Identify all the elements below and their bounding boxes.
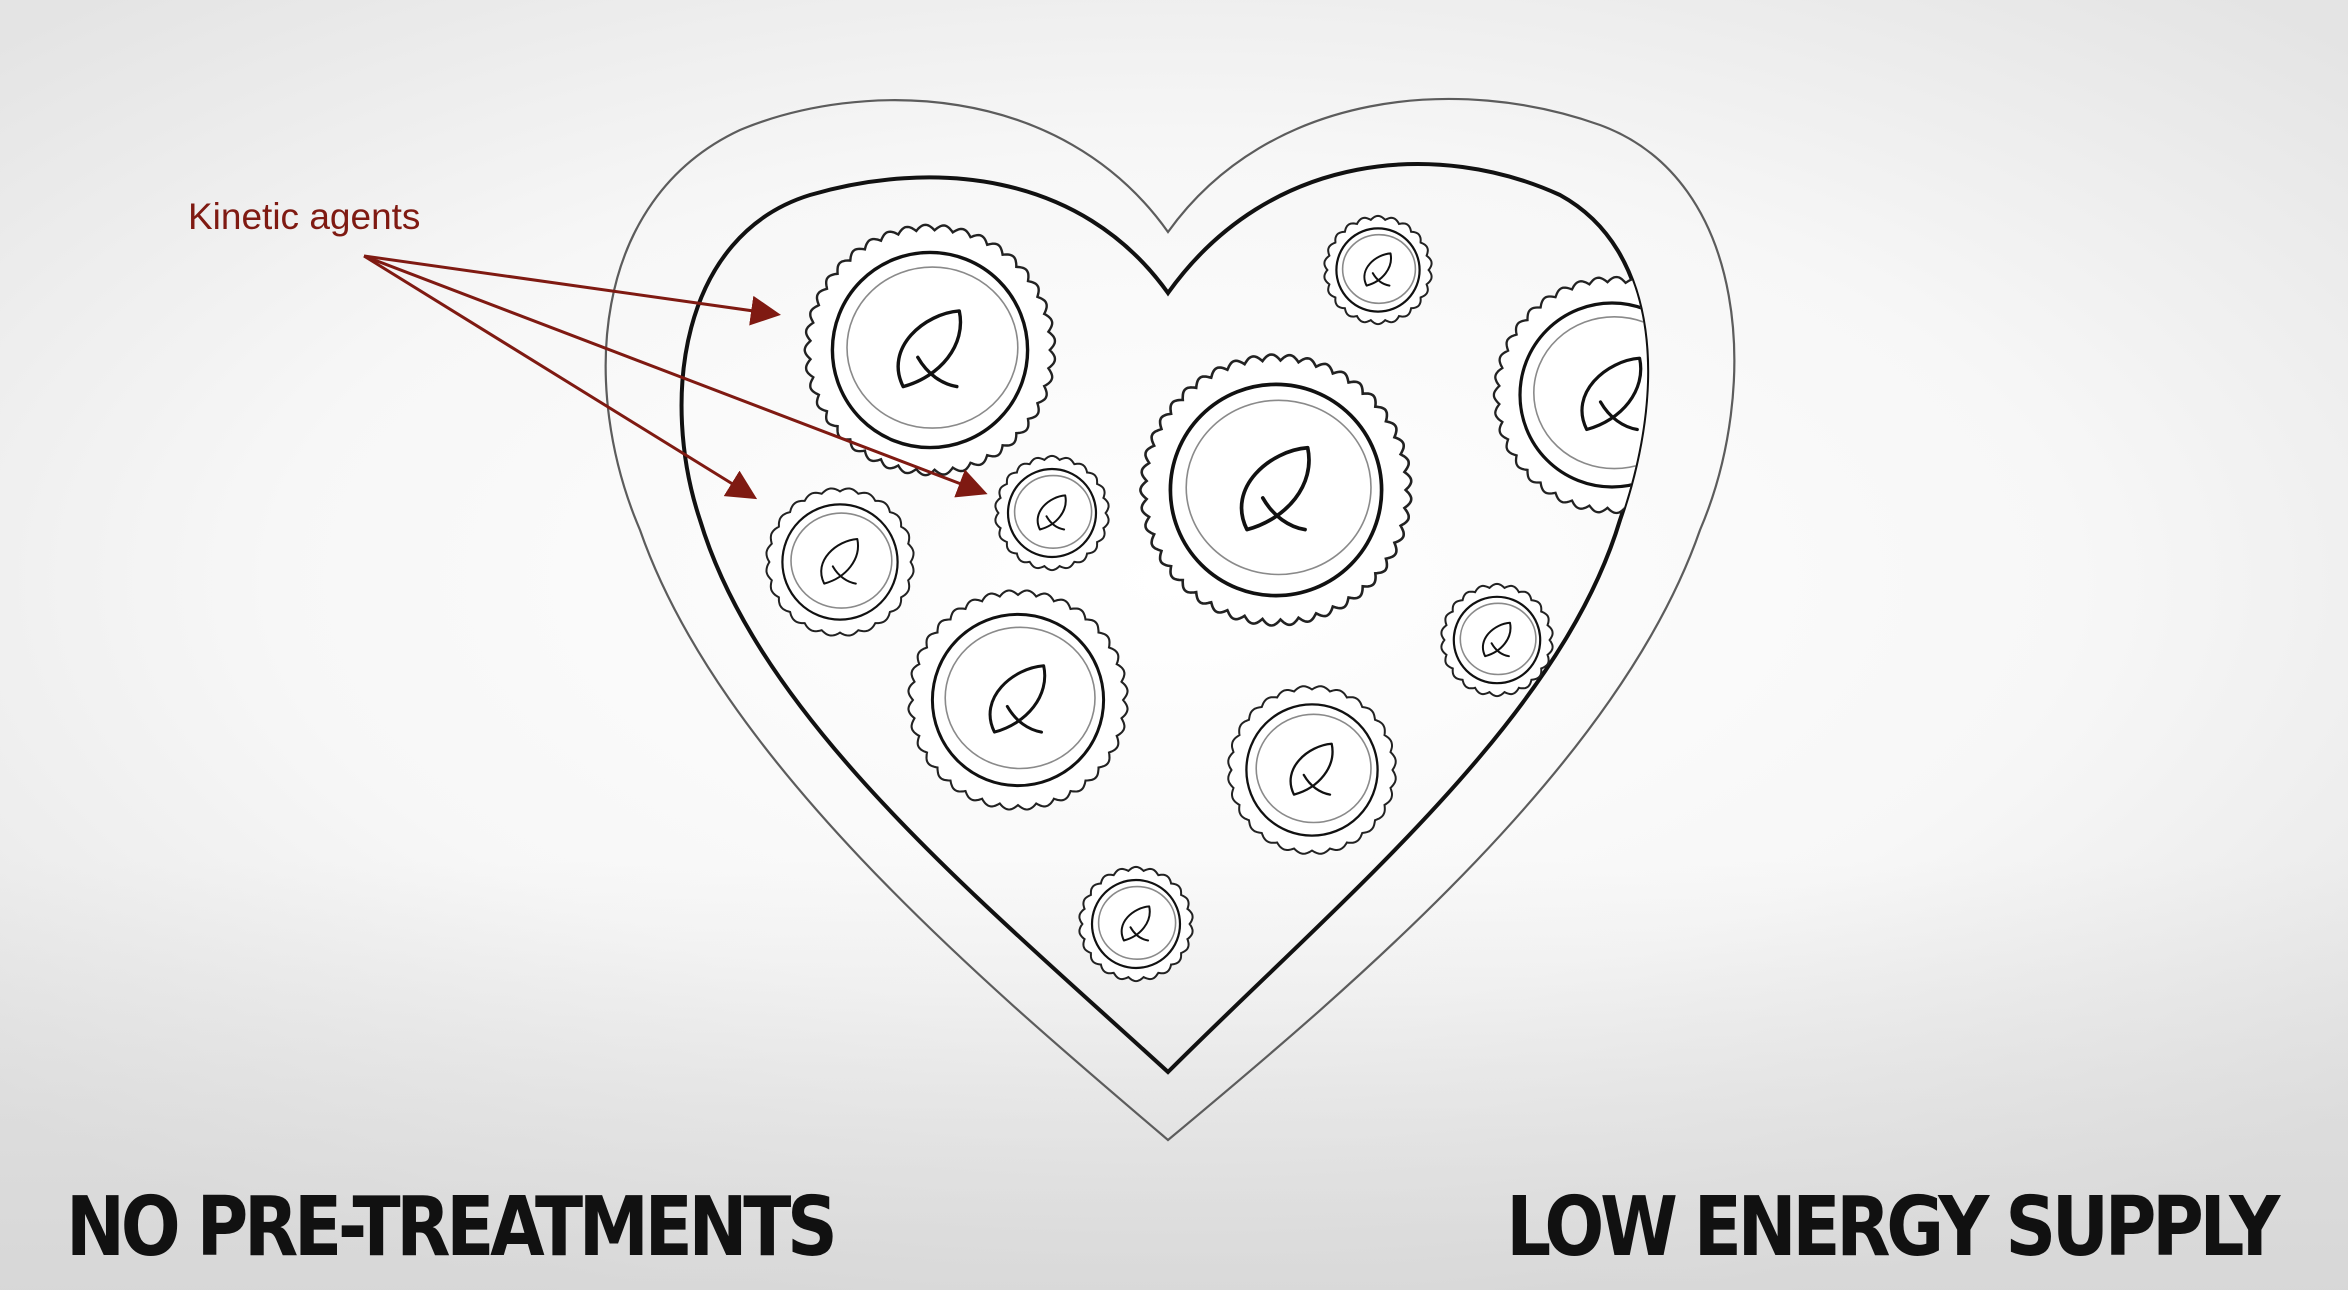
leaf-icon bbox=[1363, 252, 1392, 287]
inner-heart-outline bbox=[679, 162, 1650, 1075]
leaf-icon bbox=[1036, 494, 1067, 531]
leaf-icon bbox=[1120, 905, 1151, 942]
kinetic-agents-group bbox=[765, 214, 1648, 983]
kinetic-agent-cell bbox=[1078, 865, 1194, 983]
kinetic-agent-cell bbox=[1227, 685, 1397, 855]
kinetic-agent-cell bbox=[907, 589, 1129, 811]
annotation-arrows bbox=[363, 254, 988, 500]
leaf-icon bbox=[1580, 356, 1643, 432]
kinetic-agent-cell bbox=[1440, 582, 1554, 698]
kinetic-agent-cell bbox=[1139, 353, 1413, 627]
leaf-icon bbox=[1482, 621, 1512, 658]
kinetic-agent-cell bbox=[803, 223, 1057, 477]
arrow-to-agent-small-center bbox=[363, 254, 988, 498]
leaf-icon bbox=[896, 309, 963, 389]
arrow-to-agent-left bbox=[363, 254, 758, 500]
caption-low-energy-supply: LOW ENERGY SUPPLY bbox=[1506, 1180, 2280, 1275]
kinetic-agent-cell bbox=[994, 454, 1110, 572]
kinetic-agent-cell bbox=[1323, 214, 1433, 326]
leaf-icon bbox=[988, 664, 1047, 734]
kinetic-agent-cell bbox=[1492, 275, 1648, 515]
leaf-icon bbox=[1289, 742, 1334, 796]
caption-no-pre-treatments: NO PRE-TREATMENTS bbox=[66, 1180, 838, 1275]
kinetic-agent-cell bbox=[765, 487, 915, 637]
leaf-icon bbox=[1239, 445, 1311, 532]
arrow-to-agent-top-left bbox=[363, 254, 781, 326]
outer-heart-outline bbox=[604, 97, 1736, 1142]
leaf-icon bbox=[820, 537, 859, 585]
kinetic-agents-label: Kinetic agents bbox=[188, 196, 421, 237]
